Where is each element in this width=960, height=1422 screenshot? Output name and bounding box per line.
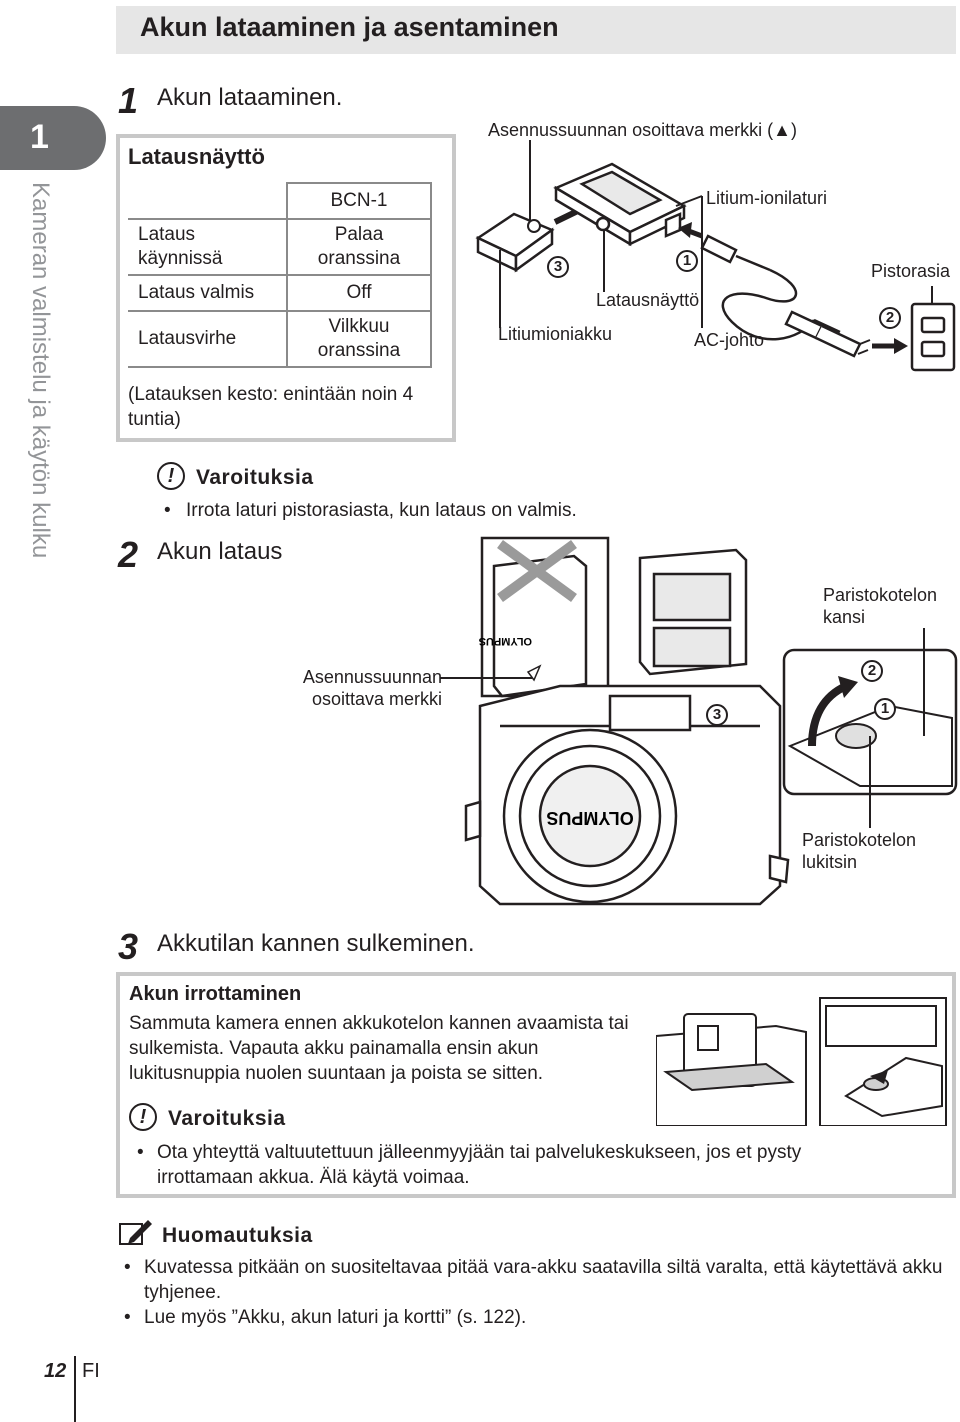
header-bar <box>116 6 956 54</box>
step-marker-1: 1 <box>874 698 896 720</box>
cover-open-arrow <box>808 682 848 747</box>
note-pencil-icon <box>119 1220 152 1245</box>
table-row: Lataus valmis Off <box>128 274 432 312</box>
ac-cord-label: AC-johto <box>694 330 765 350</box>
indicator-label: Latausnäyttö <box>596 290 700 310</box>
charge-indicator-box <box>116 134 456 442</box>
charge-box-title: Latausnäyttö <box>128 144 265 169</box>
page-title: Akun lataaminen ja asentaminen <box>140 12 559 42</box>
outlet-label: Pistorasia <box>871 261 951 281</box>
leader-lines <box>499 140 933 328</box>
camera-battery-diagram: OLYMPUS OLYMPUS <box>440 536 958 906</box>
chapter-number: 1 <box>30 118 49 156</box>
release-arrow <box>870 1070 888 1084</box>
column-header-bcn1: BCN-1 <box>286 182 432 220</box>
cross-icon <box>497 539 577 603</box>
footer-divider <box>74 1356 76 1422</box>
warning-item-2: Ota yhteyttä valtuutettuun jälleenmyyjää… <box>157 1142 802 1188</box>
charger-illustration <box>553 162 687 247</box>
warning-title: Varoituksia <box>196 466 314 489</box>
row-label: Latausvirhe <box>128 310 288 368</box>
step-2-title: Akun lataus <box>157 538 283 565</box>
wrong-orientation-inset: OLYMPUS <box>440 536 610 698</box>
charger-label: Litium-ionilaturi <box>706 188 828 208</box>
battery-correct-illustration <box>638 548 748 676</box>
charge-status-table: BCN-1 Lataus käynnissä Palaa oranssina L… <box>128 182 432 368</box>
outlet-illustration <box>910 302 956 372</box>
removal-text: Sammuta kamera ennen akkukotelon kannen … <box>129 1013 629 1084</box>
chapter-tab <box>0 106 106 170</box>
chapter-side-title: Kameran valmistelu ja käytön kulku <box>10 182 70 642</box>
leader-lines-2 <box>869 628 925 828</box>
notes-title: Huomautuksia <box>162 1224 313 1247</box>
warning-icon: ! <box>157 462 185 490</box>
charger-diagram <box>475 140 956 372</box>
removal-title: Akun irrottaminen <box>129 983 302 1005</box>
table-row: Lataus käynnissä Palaa oranssina <box>128 218 432 276</box>
step-3-number: 3 <box>118 926 139 967</box>
direction-mark-label-2: Asennussuunnan osoittava merkki <box>302 667 442 709</box>
direction-mark-label: Asennussuunnan osoittava merkki (▲) <box>488 120 797 140</box>
plug-arrow-head <box>678 222 692 238</box>
cover-label: Paristokotelon kansi <box>823 585 938 627</box>
removal-diagram <box>656 997 947 1126</box>
table-header-row: BCN-1 <box>128 182 432 220</box>
camera-brand: OLYMPUS <box>546 808 633 828</box>
step-3-title: Akkutilan kannen sulkeminen. <box>157 930 475 957</box>
battery-removal-box <box>116 972 956 1198</box>
row-value: Vilkkuu oranssina <box>286 310 432 368</box>
lock-label: Paristokotelon lukitsin <box>802 830 917 872</box>
battery-label: Litiumioniakku <box>498 324 613 344</box>
row-label: Lataus käynnissä <box>128 218 288 276</box>
charge-duration-note: (Latauksen kesto: enintään noin 4 tuntia… <box>128 384 414 430</box>
camera-body-illustration <box>464 684 790 906</box>
row-label: Lataus valmis <box>128 274 288 312</box>
bullet-dot: • <box>164 500 171 521</box>
battery-illustration <box>475 212 555 273</box>
step-2-number: 2 <box>118 534 139 575</box>
warning-item: Irrota laturi pistorasiasta, kun lataus … <box>186 500 577 521</box>
language-code: FI <box>82 1360 100 1382</box>
row-value: Palaa oranssina <box>286 218 432 276</box>
battery-brand-inverted: OLYMPUS <box>479 635 532 647</box>
row-value: Off <box>286 274 432 312</box>
step-marker-1: 1 <box>676 250 698 272</box>
bullet-dot: • <box>124 1257 131 1278</box>
chapter-side-text: Kameran valmistelu ja käytön kulku <box>27 182 54 559</box>
bullet-dot: • <box>124 1307 131 1328</box>
ac-cord-illustration <box>700 234 871 358</box>
cover-open-arrow-head <box>838 676 858 698</box>
step-1-title: Akun lataaminen. <box>157 84 343 111</box>
step-marker-3: 3 <box>706 704 728 726</box>
warning-title-2: Varoituksia <box>168 1107 286 1130</box>
table-row: Latausvirhe Vilkkuu oranssina <box>128 310 432 368</box>
step-1-number: 1 <box>118 80 139 121</box>
warning-icon-2: ! <box>129 1103 157 1131</box>
bullet-dot: • <box>137 1142 144 1163</box>
step-marker-3: 3 <box>547 256 569 278</box>
note-item: Lue myös ”Akku, akun laturi ja kortti” (… <box>144 1307 527 1328</box>
step-marker-2: 2 <box>879 307 901 329</box>
page-number: 12 <box>44 1360 67 1382</box>
note-item: Kuvatessa pitkään on suositeltavaa pitää… <box>144 1257 943 1303</box>
outlet-arrow-head <box>894 338 908 354</box>
step-marker-2: 2 <box>861 660 883 682</box>
